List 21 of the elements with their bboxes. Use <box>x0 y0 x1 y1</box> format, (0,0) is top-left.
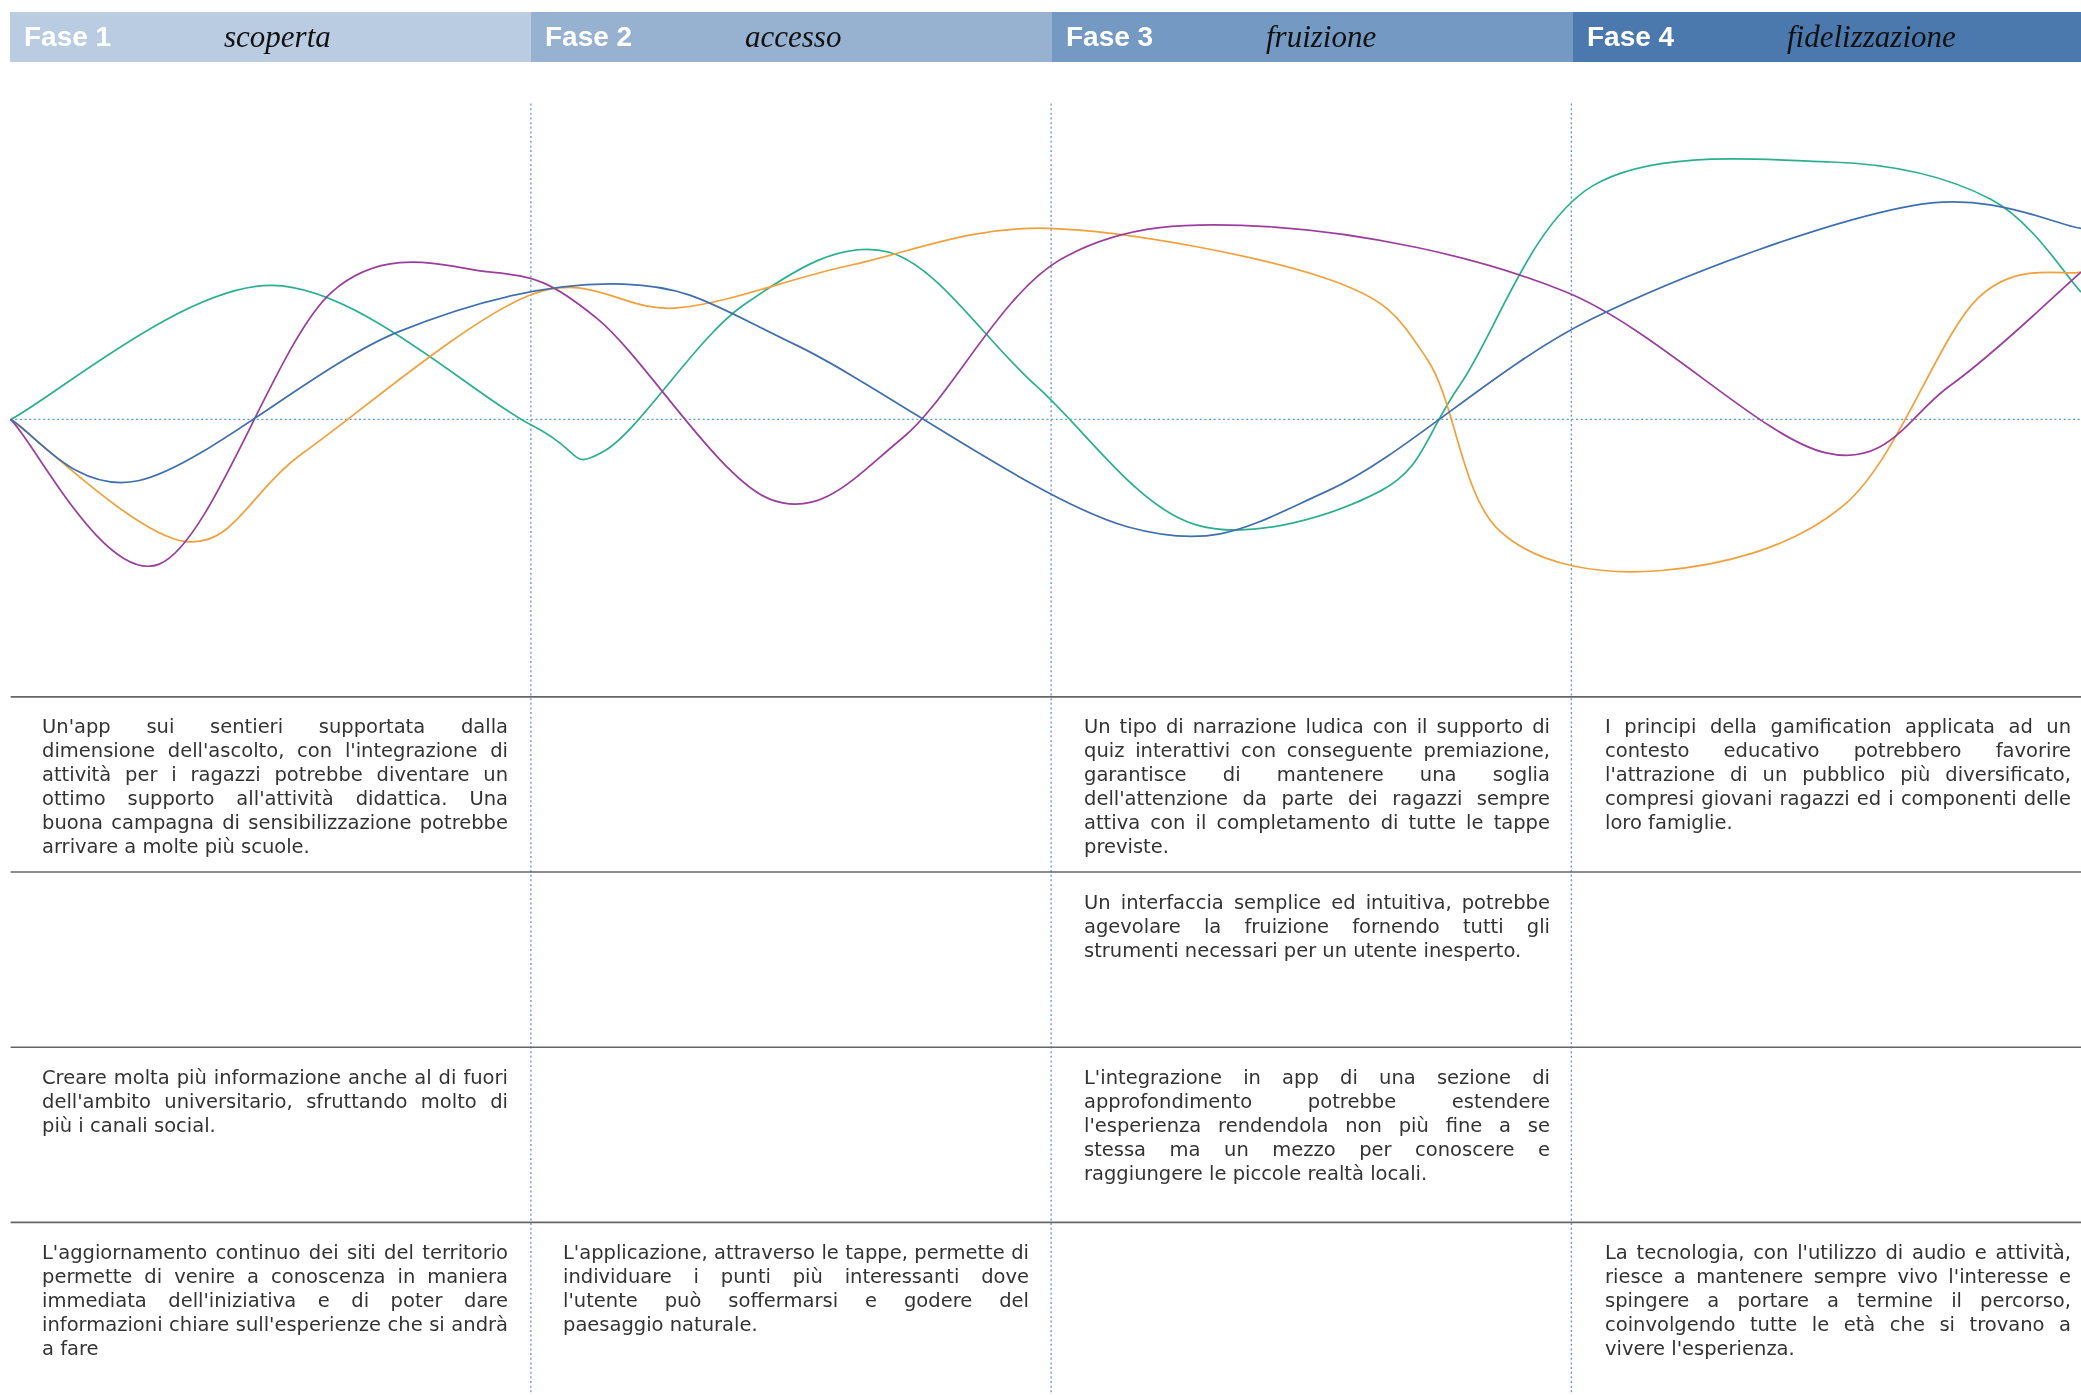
phase-name: accesso <box>745 19 842 55</box>
note-text: Un tipo di narrazione ludica con il supporto di quiz interattivi con conseguente premiazione, garantisce di mantenere una soglia dell'attenzione da parte dei ragazzi sempre attiva con il completamento di tutte le tappe previste. <box>1084 715 1550 859</box>
note-text: L'applicazione, attraverso le tappe, permette di individuare i punti più interessanti dove l'utente può soffermarsi e godere del paesaggio naturale. <box>563 1241 1029 1337</box>
note-text: Un interfaccia semplice ed intuitiva, potrebbe agevolare la fruizione fornendo tutti gli strumenti necessari per un utente inesperto. <box>1084 891 1550 963</box>
note-text: L'aggiornamento continuo dei siti del territorio permette di venire a conoscenza in maniera immediata dell'iniziativa e di poter dare informazioni chiare sull'esperienze che si andrà a fare <box>42 1241 508 1361</box>
phase-name: fruizione <box>1266 19 1377 55</box>
note-text: I principi della gamification applicata ad un contesto educativo potrebbero favorire l'attrazione di un pubblico più diversificato, compresi giovani ragazzi ed i componenti delle loro famiglie. <box>1605 715 2071 835</box>
note-text: La tecnologia, con l'utilizzo di audio e attività, riesce a mantenere sempre vivo l'interesse e spingere a portare a termine il percorso, coinvolgendo tutte le età che si trovano a vivere l'esperienza. <box>1605 1241 2071 1361</box>
phase-name: fidelizzazione <box>1787 19 1956 55</box>
phase-number: Fase 4 <box>1587 21 1676 53</box>
phase-band <box>1052 12 1573 62</box>
note-text: Creare molta più informazione anche al di fuori dell'ambito universitario, sfruttando molto di più i canali social. <box>42 1066 508 1138</box>
phase-number: Fase 2 <box>545 21 634 53</box>
note-text: Un'app sui sentieri supportata dalla dimensione dell'ascolto, con l'integrazione di attività per i ragazzi potrebbe diventare un ottimo supporto all'attività didattica. Una buona campagna di sensibilizzazione potrebbe arrivare a molte più scuole. <box>42 715 508 859</box>
note-text: L'integrazione in app di una sezione di approfondimento potrebbe estendere l'esperienza rendendola non più fine a se stessa ma un mezzo per conoscere e raggiungere le piccole realtà locali. <box>1084 1066 1550 1186</box>
phase-name: scoperta <box>224 19 331 55</box>
phase-number: Fase 3 <box>1066 21 1155 53</box>
phase-band <box>1573 12 2081 62</box>
phase-band <box>531 12 1052 62</box>
phase-number: Fase 1 <box>24 21 113 53</box>
phase-band <box>10 12 531 62</box>
